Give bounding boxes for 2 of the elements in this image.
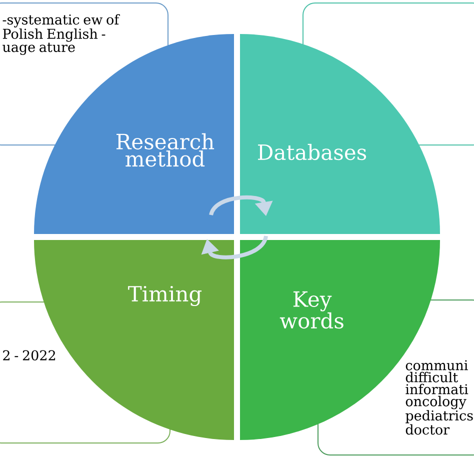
quadrant-sector: Databases bbox=[240, 34, 440, 234]
curved-arrow bbox=[209, 195, 273, 216]
